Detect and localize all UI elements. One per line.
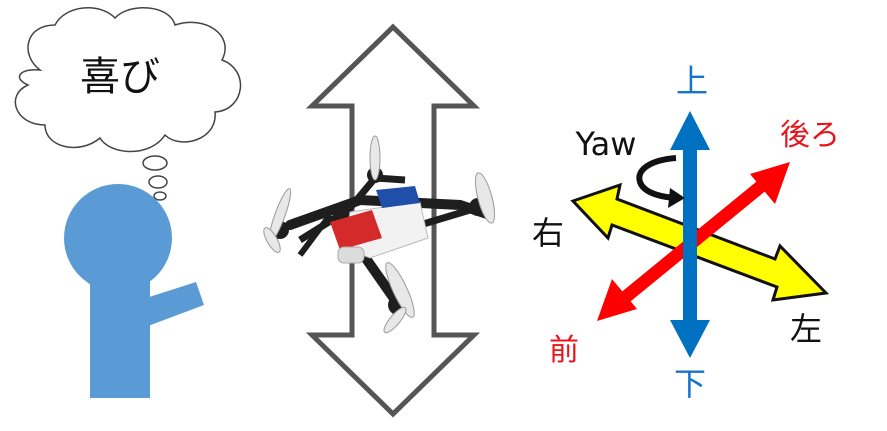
thought-cloud-icon (14, 7, 242, 201)
drone-icon (263, 135, 496, 334)
label-down: 下 (674, 365, 706, 403)
label-up: 上 (676, 62, 708, 100)
label-right: 右 (532, 214, 564, 252)
label-yaw: Yaw (575, 125, 637, 163)
vertical-axis-arrow (670, 111, 710, 358)
thought-text: 喜び (80, 54, 160, 100)
label-front: 前 (549, 333, 579, 368)
label-left: 左 (790, 310, 822, 348)
label-back: 後ろ (780, 118, 840, 153)
yaw-rotation-icon (636, 155, 685, 208)
person-icon (64, 184, 204, 398)
